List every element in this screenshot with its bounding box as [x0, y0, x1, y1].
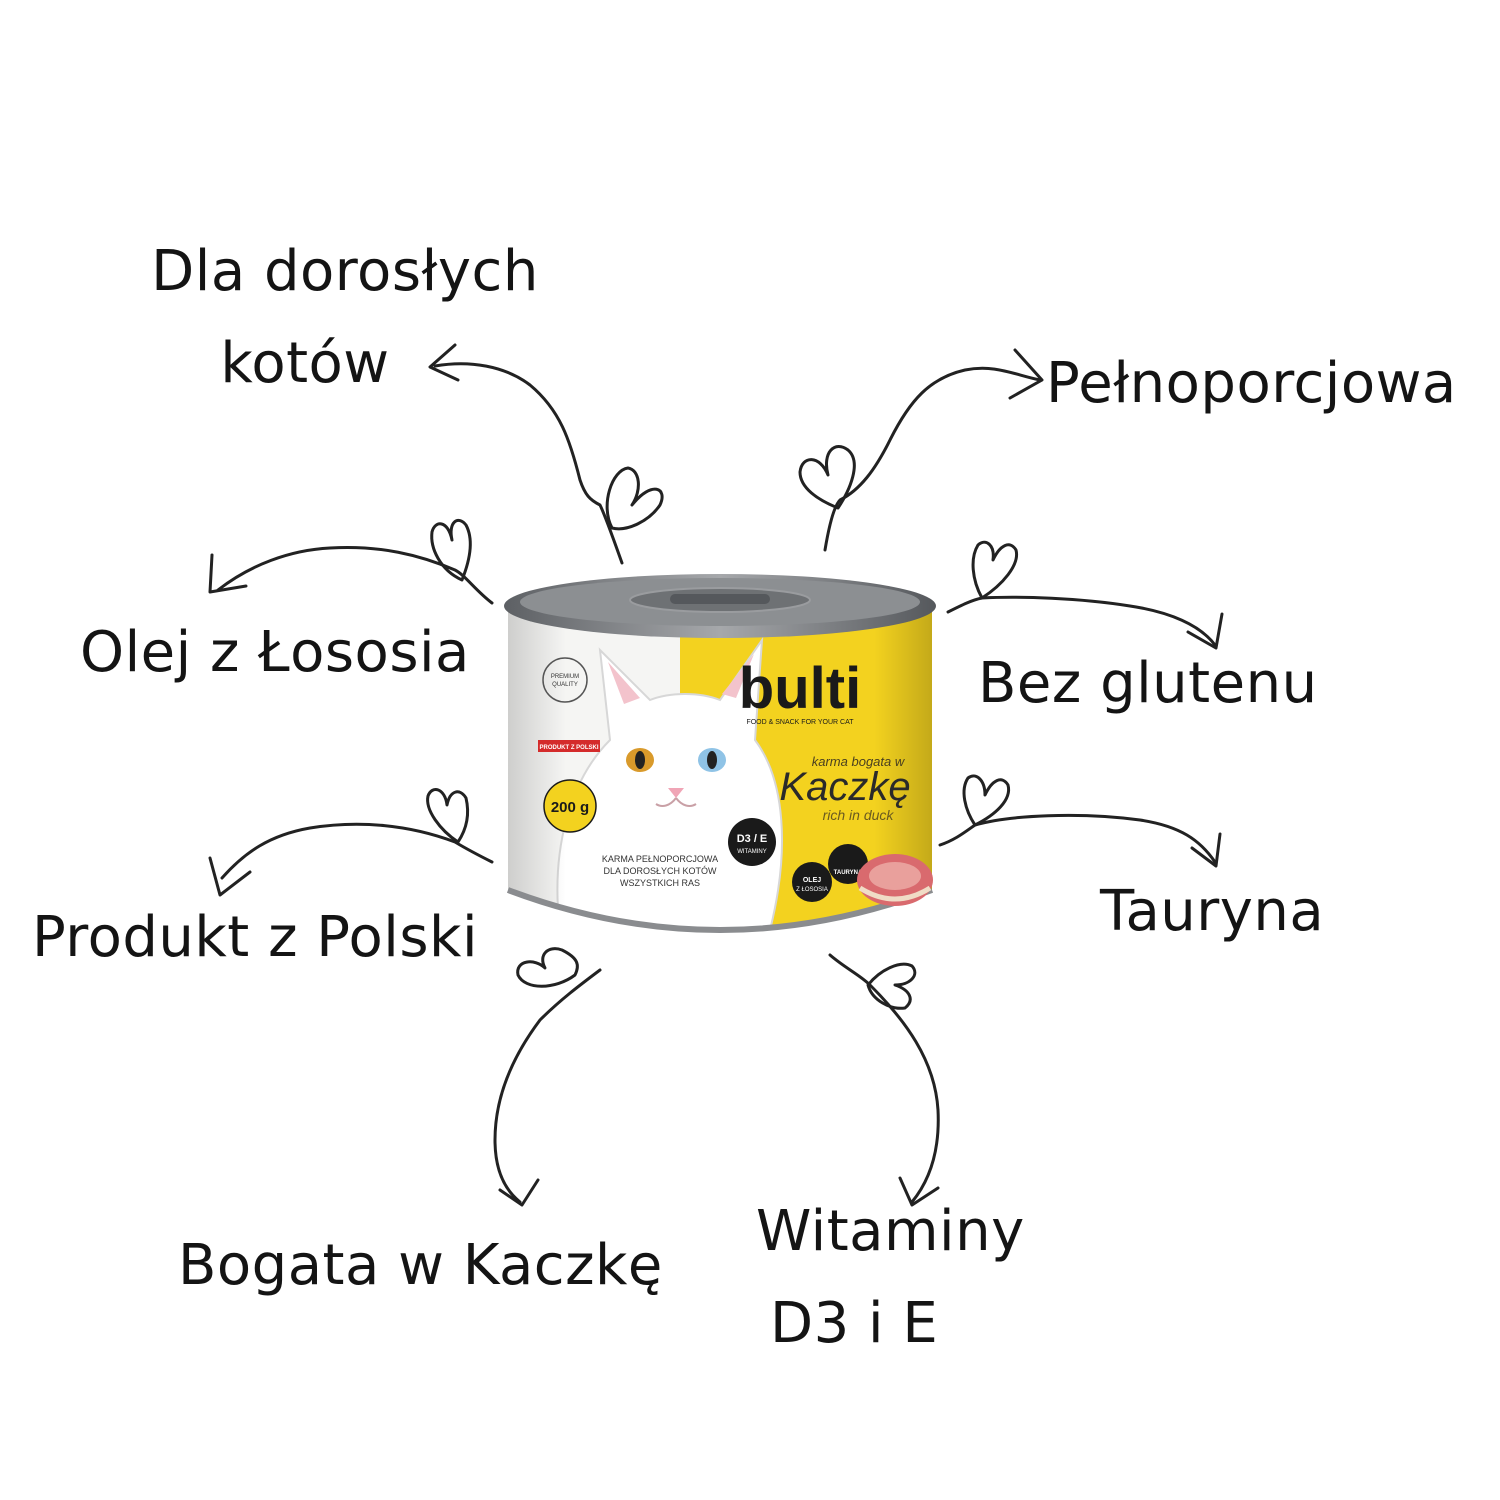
can-flavor-en: rich in duck	[823, 807, 895, 823]
duck-meat-image	[857, 854, 933, 906]
arrow-gluten-free	[946, 595, 1217, 647]
feature-vitamins: Witaminy D3 i E	[756, 1186, 1025, 1370]
heart-salmon-oil	[430, 519, 472, 582]
heart-vitamins	[866, 962, 917, 1010]
arrowhead-complete	[1008, 348, 1044, 400]
heart-complete	[798, 444, 856, 510]
premium-badge-line-1: PREMIUM	[551, 674, 579, 680]
arrowhead-vitamins	[898, 1176, 940, 1207]
arrowhead-poland	[208, 856, 252, 897]
arrow-vitamins	[828, 953, 940, 1204]
weight-badge	[543, 779, 597, 833]
feature-poland: Produkt z Polski	[32, 905, 479, 970]
salmon-oil-badge	[792, 862, 832, 902]
arrow-taurine	[938, 813, 1217, 864]
can-flavor-pl: Kaczkę	[779, 765, 910, 809]
can-brand-tagline: FOOD & SNACK FOR YOUR CAT	[746, 719, 854, 726]
feature-vitamins-line-2: D3 i E	[770, 1291, 939, 1356]
premium-badge-line-2: QUALITY	[552, 682, 578, 688]
arrowhead-duck	[498, 1178, 540, 1207]
made-in-poland-tag	[538, 740, 600, 752]
product-can: bulti FOOD & SNACK FOR YOUR CAT karma bo…	[500, 570, 940, 950]
feature-complete: Pełnoporcjowa	[1046, 351, 1457, 416]
feature-gluten-free: Bez glutenu	[978, 651, 1318, 716]
arrow-duck	[493, 968, 602, 1204]
arrowhead-salmon-oil	[208, 553, 248, 594]
arrow-salmon-oil	[216, 546, 494, 605]
arrow-complete	[823, 366, 1042, 552]
heart-adult-cats	[605, 466, 664, 531]
vitamins-badge-line-1: D3 / E	[737, 833, 768, 845]
made-in-poland-text: PRODUKT Z POLSKI	[539, 745, 598, 751]
can-description-line-3: WSZYSTKICH RAS	[620, 878, 700, 888]
arrow-adult-cats	[433, 362, 624, 565]
heart-duck	[516, 947, 579, 988]
feature-taurine: Tauryna	[1100, 879, 1325, 944]
heart-gluten-free	[971, 540, 1019, 600]
arrowhead-taurine	[1190, 832, 1222, 868]
can-brand: bulti	[739, 656, 861, 721]
feature-adult-cats-line-2: kotów	[220, 331, 390, 396]
vitamins-badge	[728, 818, 776, 866]
feature-adult-cats: Dla dorosłych kotów	[135, 226, 555, 410]
can-description-line-1: KARMA PEŁNOPORCJOWA	[602, 854, 718, 864]
can-illustration: bulti FOOD & SNACK FOR YOUR CAT karma bo…	[504, 574, 936, 933]
can-description-line-2: DLA DOROSŁYCH KOTÓW	[603, 866, 717, 876]
feature-salmon-oil: Olej z Łososia	[80, 620, 470, 685]
heart-poland	[426, 788, 470, 844]
vitamins-badge-line-2: WITAMINY	[737, 849, 767, 855]
premium-badge	[542, 657, 588, 703]
taurine-badge-text: TAURYNA	[834, 870, 863, 876]
taurine-badge	[828, 844, 868, 884]
can-rich-in-pl: karma bogata w	[812, 754, 906, 769]
feature-duck: Bogata w Kaczkę	[178, 1233, 663, 1298]
arrowhead-adult-cats	[428, 343, 460, 382]
salmon-oil-badge-line-1: OLEJ	[803, 877, 821, 884]
arrow-poland	[220, 822, 494, 880]
heart-taurine	[962, 774, 1011, 827]
feature-adult-cats-line-1: Dla dorosłych	[151, 239, 539, 304]
can-weight: 200 g	[551, 799, 589, 816]
salmon-oil-badge-line-2: Z ŁOSOSIA	[796, 887, 828, 893]
arrowhead-gluten-free	[1186, 612, 1224, 650]
feature-vitamins-line-1: Witaminy	[756, 1199, 1025, 1264]
